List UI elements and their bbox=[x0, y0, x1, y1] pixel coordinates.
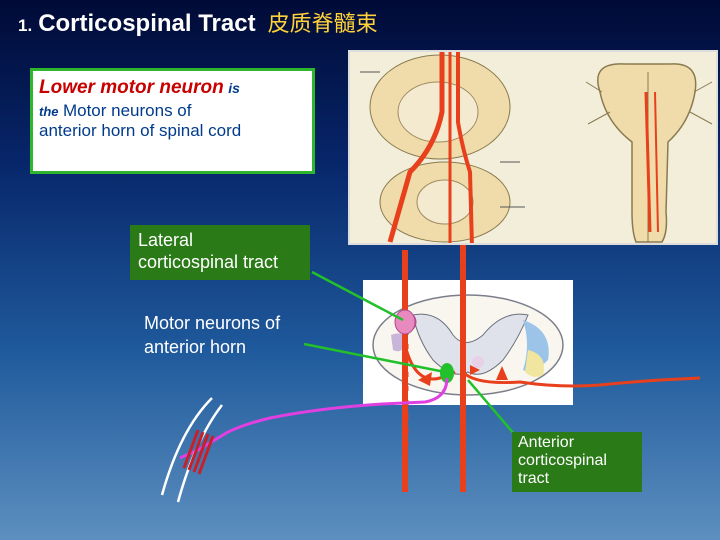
anterior-label-line1: Anterior bbox=[518, 434, 636, 452]
anterior-label-line3: tract bbox=[518, 470, 636, 488]
lateral-label-line1: Lateral bbox=[138, 229, 302, 251]
pointer-anterior bbox=[468, 380, 515, 435]
lateral-corticospinal-tract-label: Lateral corticospinal tract bbox=[130, 225, 310, 280]
nerve-line bbox=[600, 378, 700, 385]
pointer-lateral bbox=[312, 272, 403, 320]
pointer-motor-neurons bbox=[304, 344, 445, 372]
motor-label-line2: anterior horn bbox=[144, 335, 280, 359]
anterior-label-line2: corticospinal bbox=[518, 452, 636, 470]
arrow-head-middle bbox=[470, 365, 480, 375]
motor-label-line1: Motor neurons of bbox=[144, 311, 280, 335]
motor-neurons-label: Motor neurons of anterior horn bbox=[144, 311, 280, 359]
lateral-tract-marker bbox=[395, 310, 415, 334]
anterior-corticospinal-tract-label: Anterior corticospinal tract bbox=[512, 432, 642, 492]
ventral-root-line bbox=[463, 372, 600, 386]
lateral-label-line2: corticospinal tract bbox=[138, 251, 302, 273]
arrow-head-right bbox=[496, 366, 508, 380]
